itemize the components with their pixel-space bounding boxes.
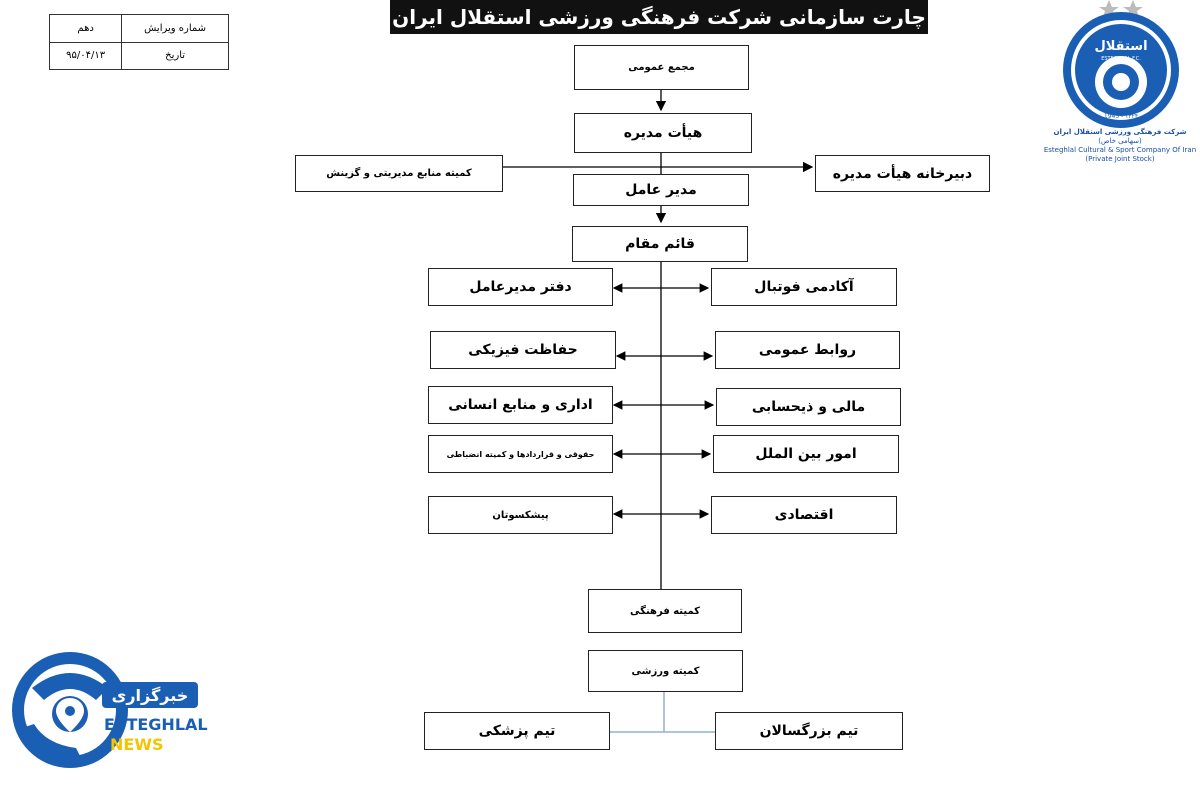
unit-ceo-office: دفتر مدیرعامل [428,268,613,306]
logo-name-en: ESTEGHLAL F.C. [1101,56,1141,62]
news-logo-fa: خبرگزاری [112,686,189,705]
medical-team-box: تیم پزشکی [424,712,610,750]
esteghlal-logo: استقلال ESTEGHLAL F.C. 1945 - ۱۳۲۴ [1046,0,1196,175]
logo-years: 1945 - ۱۳۲۴ [1104,113,1138,120]
caption-en2: (Private Joint Stock) [1085,155,1155,163]
unit-economic: اقتصادی [711,496,897,534]
revision-value: دهم [48,14,123,43]
sports-committee-box: کمیته ورزشی [588,650,743,692]
unit-legal: حقوقی و قراردادها و کمیته انضباطی [428,435,613,473]
board-box: هیأت مدیره [574,113,752,153]
cultural-committee-box: کمیته فرهنگی [588,589,742,633]
caption-fa2: (سهامی خاص) [1098,137,1142,145]
caption-en: Esteghlal Cultural & Sport Company Of Ir… [1043,146,1197,154]
news-logo-en2: NEWS [110,735,164,754]
unit-international: امور بین الملل [713,435,899,473]
chart-title: چارت سازمانی شرکت فرهنگی ورزشی استقلال ا… [390,0,928,34]
deputy-box: قائم مقام [572,226,748,262]
board-secretariat-box: دبیرخانه هیأت مدیره [815,155,990,192]
table-row: تاریخ ۹۵/۰۴/۱۳ [48,41,229,70]
logo-name-fa: استقلال [1094,39,1147,54]
date-label: تاریخ [121,41,229,70]
table-row: شماره ویرایش دهم [48,14,229,43]
news-logo-en1: ESTEGHLAL [104,715,208,734]
general-assembly-box: مجمع عمومی [574,45,749,90]
logo-caption: شرکت فرهنگی ورزشی استقلال ایران (سهامی خ… [1040,128,1200,164]
senior-team-box: تیم بزرگسالان [715,712,903,750]
unit-admin-hr: اداری و منابع انسانی [428,386,613,424]
unit-football-academy: آکادمی فوتبال [711,268,897,306]
revision-table: شماره ویرایش دهم تاریخ ۹۵/۰۴/۱۳ [48,14,229,70]
date-value: ۹۵/۰۴/۱۳ [48,41,123,70]
unit-finance: مالی و ذیحسابی [716,388,901,426]
esteghlal-news-logo: خبرگزاری ESTEGHLAL NEWS [12,648,212,773]
unit-physical-security: حفاظت فیزیکی [430,331,616,369]
caption-fa: شرکت فرهنگی ورزشی استقلال ایران [1053,128,1187,136]
hr-committee-box: کمیته منابع مدیریتی و گزینش [295,155,503,192]
unit-veterans: پیشکسوتان [428,496,613,534]
ceo-box: مدیر عامل [573,174,749,206]
revision-label: شماره ویرایش [121,14,229,43]
unit-public-relations: روابط عمومی [715,331,900,369]
